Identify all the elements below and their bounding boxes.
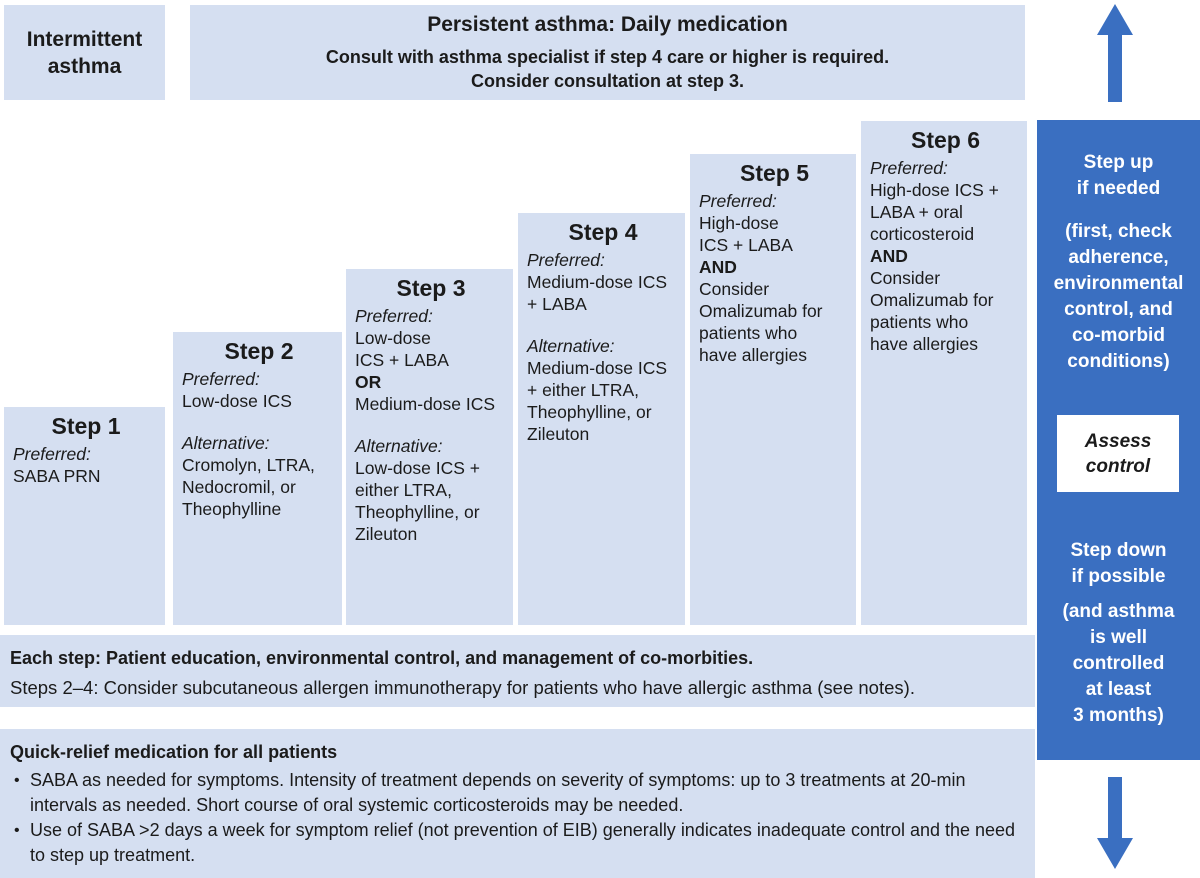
step-body-line: Nedocromil, or [182, 477, 296, 497]
step-body-line: Medium-dose ICS [527, 358, 668, 378]
step-1-title: Step 1 [51, 413, 121, 439]
each-step-bar: Each step: Patient education, environmen… [0, 635, 1035, 707]
step-body-gap [355, 415, 507, 435]
step-1-body: Preferred:SABA PRN [13, 443, 159, 487]
step-body-line: Preferred: [527, 250, 605, 270]
step-body-line: + LABA [527, 294, 587, 314]
step-6-box: Step 6 Preferred:High-dose ICS +LABA + o… [861, 121, 1027, 625]
intermittent-asthma-label: Intermittent asthma [26, 27, 143, 78]
step-body-line: ICS + LABA [355, 350, 449, 370]
step-body-line: Omalizumab for [870, 290, 994, 310]
persistent-asthma-subtitle: Consult with asthma specialist if step 4… [325, 47, 890, 91]
quick-relief-bar: Quick-relief medication for all patients… [0, 729, 1035, 878]
step-body-line: Cromolyn, LTRA, [182, 455, 315, 475]
step-down-note: (and asthma is well controlled at least … [1062, 601, 1175, 726]
step-body-line: Zileuton [527, 424, 590, 444]
step-body-line: Preferred: [13, 444, 91, 464]
step-body-line: Preferred: [355, 306, 433, 326]
step-body-line: patients who [699, 323, 798, 343]
step-up-label: Step up if needed [1076, 152, 1161, 199]
step-body-line: SABA PRN [13, 466, 101, 486]
step-body-line: Low-dose ICS + [355, 458, 480, 478]
step-body-line: Alternative: [527, 336, 615, 356]
step-body-line: either LTRA, [355, 480, 452, 500]
step-body-line: Zileuton [355, 524, 418, 544]
intermittent-asthma-box: Intermittent asthma [4, 5, 165, 100]
step-body-line: Consider [699, 279, 770, 299]
step-body-line: Alternative: [182, 433, 270, 453]
quick-relief-title: Quick-relief medication for all patients [10, 742, 338, 762]
step-body-line: LABA + oral [870, 202, 963, 222]
each-step-line: Each step: Patient education, environmen… [10, 648, 754, 668]
step-2-title: Step 2 [224, 338, 294, 364]
step-body-line: Medium-dose ICS [355, 394, 496, 414]
step-body-line: Theophylline, or [355, 502, 480, 522]
step-2-box: Step 2 Preferred:Low-dose ICS Alternative… [173, 332, 342, 625]
step-body-line: OR [355, 372, 382, 392]
step-3-title: Step 3 [396, 275, 466, 301]
step-body-gap [527, 315, 679, 335]
step-body-line: High-dose ICS + [870, 180, 999, 200]
step-up-note: (first, check adherence, environmental c… [1053, 221, 1184, 372]
steps-2-4-line: Steps 2–4: Consider subcutaneous allerge… [10, 677, 915, 698]
step-body-line: Consider [870, 268, 941, 288]
step-body-line: Omalizumab for [699, 301, 823, 321]
step-body-line: corticosteroid [870, 224, 975, 244]
step-body-line: Theophylline [182, 499, 282, 519]
step-body-line: Low-dose ICS [182, 391, 292, 411]
step-body-line: patients who [870, 312, 969, 332]
step-6-title: Step 6 [910, 127, 981, 153]
step-down-arrow-icon [1097, 777, 1133, 869]
step-1-box: Step 1 Preferred:SABA PRN [4, 407, 165, 625]
step-body-line: Alternative: [355, 436, 443, 456]
step-5-title: Step 5 [739, 160, 810, 186]
step-body-line: Medium-dose ICS [527, 272, 668, 292]
step-body-gap [182, 412, 336, 432]
step-down-label: Step down if possible [1070, 540, 1167, 587]
step-2-body: Preferred:Low-dose ICS Alternative:Cromol… [182, 368, 336, 520]
step-body-line: High-dose [699, 213, 779, 233]
assess-control-box: Assess control [1057, 415, 1179, 492]
step-body-line: Preferred: [699, 191, 777, 211]
step-body-line: have allergies [699, 345, 807, 365]
quick-relief-bullet: Use of SABA >2 days a week for symptom r… [10, 818, 1023, 868]
assess-control-label: Assess control [1084, 430, 1152, 477]
step-body-line: Theophylline, or [527, 402, 652, 422]
step-body-line: Preferred: [182, 369, 260, 389]
assess-control-sidebar: Step up if needed (first, check adherenc… [1037, 120, 1200, 760]
quick-relief-bullet: SABA as needed for symptoms. Intensity o… [10, 768, 1023, 818]
step-body-line: Low-dose [355, 328, 431, 348]
step-4-title: Step 4 [568, 219, 638, 245]
persistent-asthma-title: Persistent asthma: Daily medication [427, 13, 788, 36]
step-up-arrow-icon [1097, 4, 1133, 102]
step-body-line: have allergies [870, 334, 978, 354]
step-body-line: ICS + LABA [699, 235, 793, 255]
step-body-line: AND [699, 257, 737, 277]
step-body-line: Preferred: [870, 158, 948, 178]
step-body-line: AND [870, 246, 908, 266]
step-body-line: + either LTRA, [527, 380, 640, 400]
quick-relief-list: SABA as needed for symptoms. Intensity o… [10, 768, 1023, 868]
persistent-asthma-header: Persistent asthma: Daily medication Cons… [190, 5, 1025, 100]
